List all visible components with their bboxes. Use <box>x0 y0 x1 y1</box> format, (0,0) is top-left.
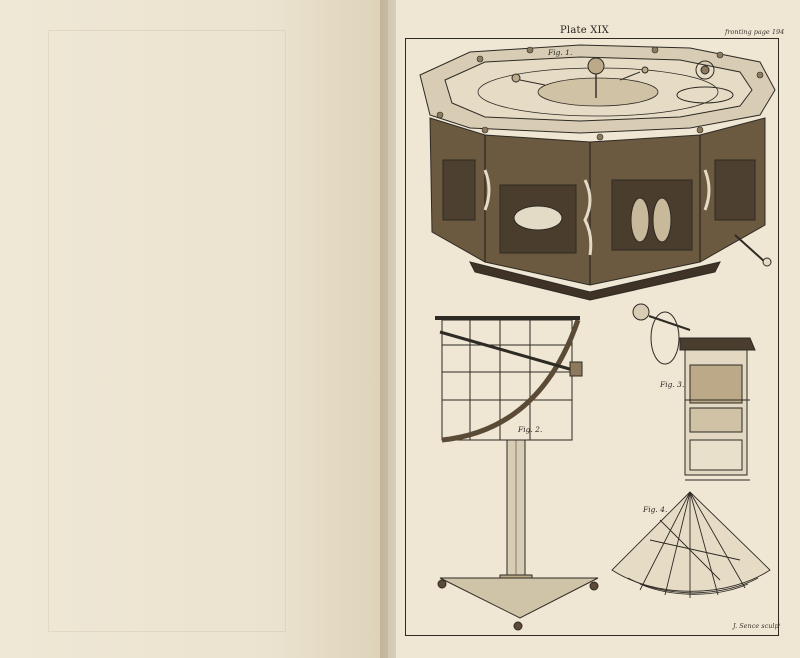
tripod-base <box>439 577 599 619</box>
plate-border <box>405 38 779 636</box>
figure-3-label: Fig. 3. <box>660 380 685 389</box>
panel-aries <box>499 184 577 254</box>
figure-1-label: Fig. 1. <box>548 48 573 57</box>
panel-gemini <box>611 179 693 251</box>
sector-figure <box>611 491 771 598</box>
orrery-figure <box>419 44 776 301</box>
left-blank-page <box>0 0 388 658</box>
figure-2-label: Fig. 2. <box>518 425 543 434</box>
sun-globe <box>587 57 605 75</box>
engraver-signature: J. Sence sculpᵗ <box>733 622 781 630</box>
sector-plate <box>611 491 771 592</box>
plate-title: Plate XIX <box>560 25 609 36</box>
machine-figure <box>632 303 756 481</box>
show-through-plate-outline <box>48 30 286 632</box>
plate-page-note: fronting page 194 <box>725 28 785 36</box>
figure-4-label: Fig. 4. <box>643 505 668 514</box>
quadrant-stand-figure <box>435 316 599 631</box>
